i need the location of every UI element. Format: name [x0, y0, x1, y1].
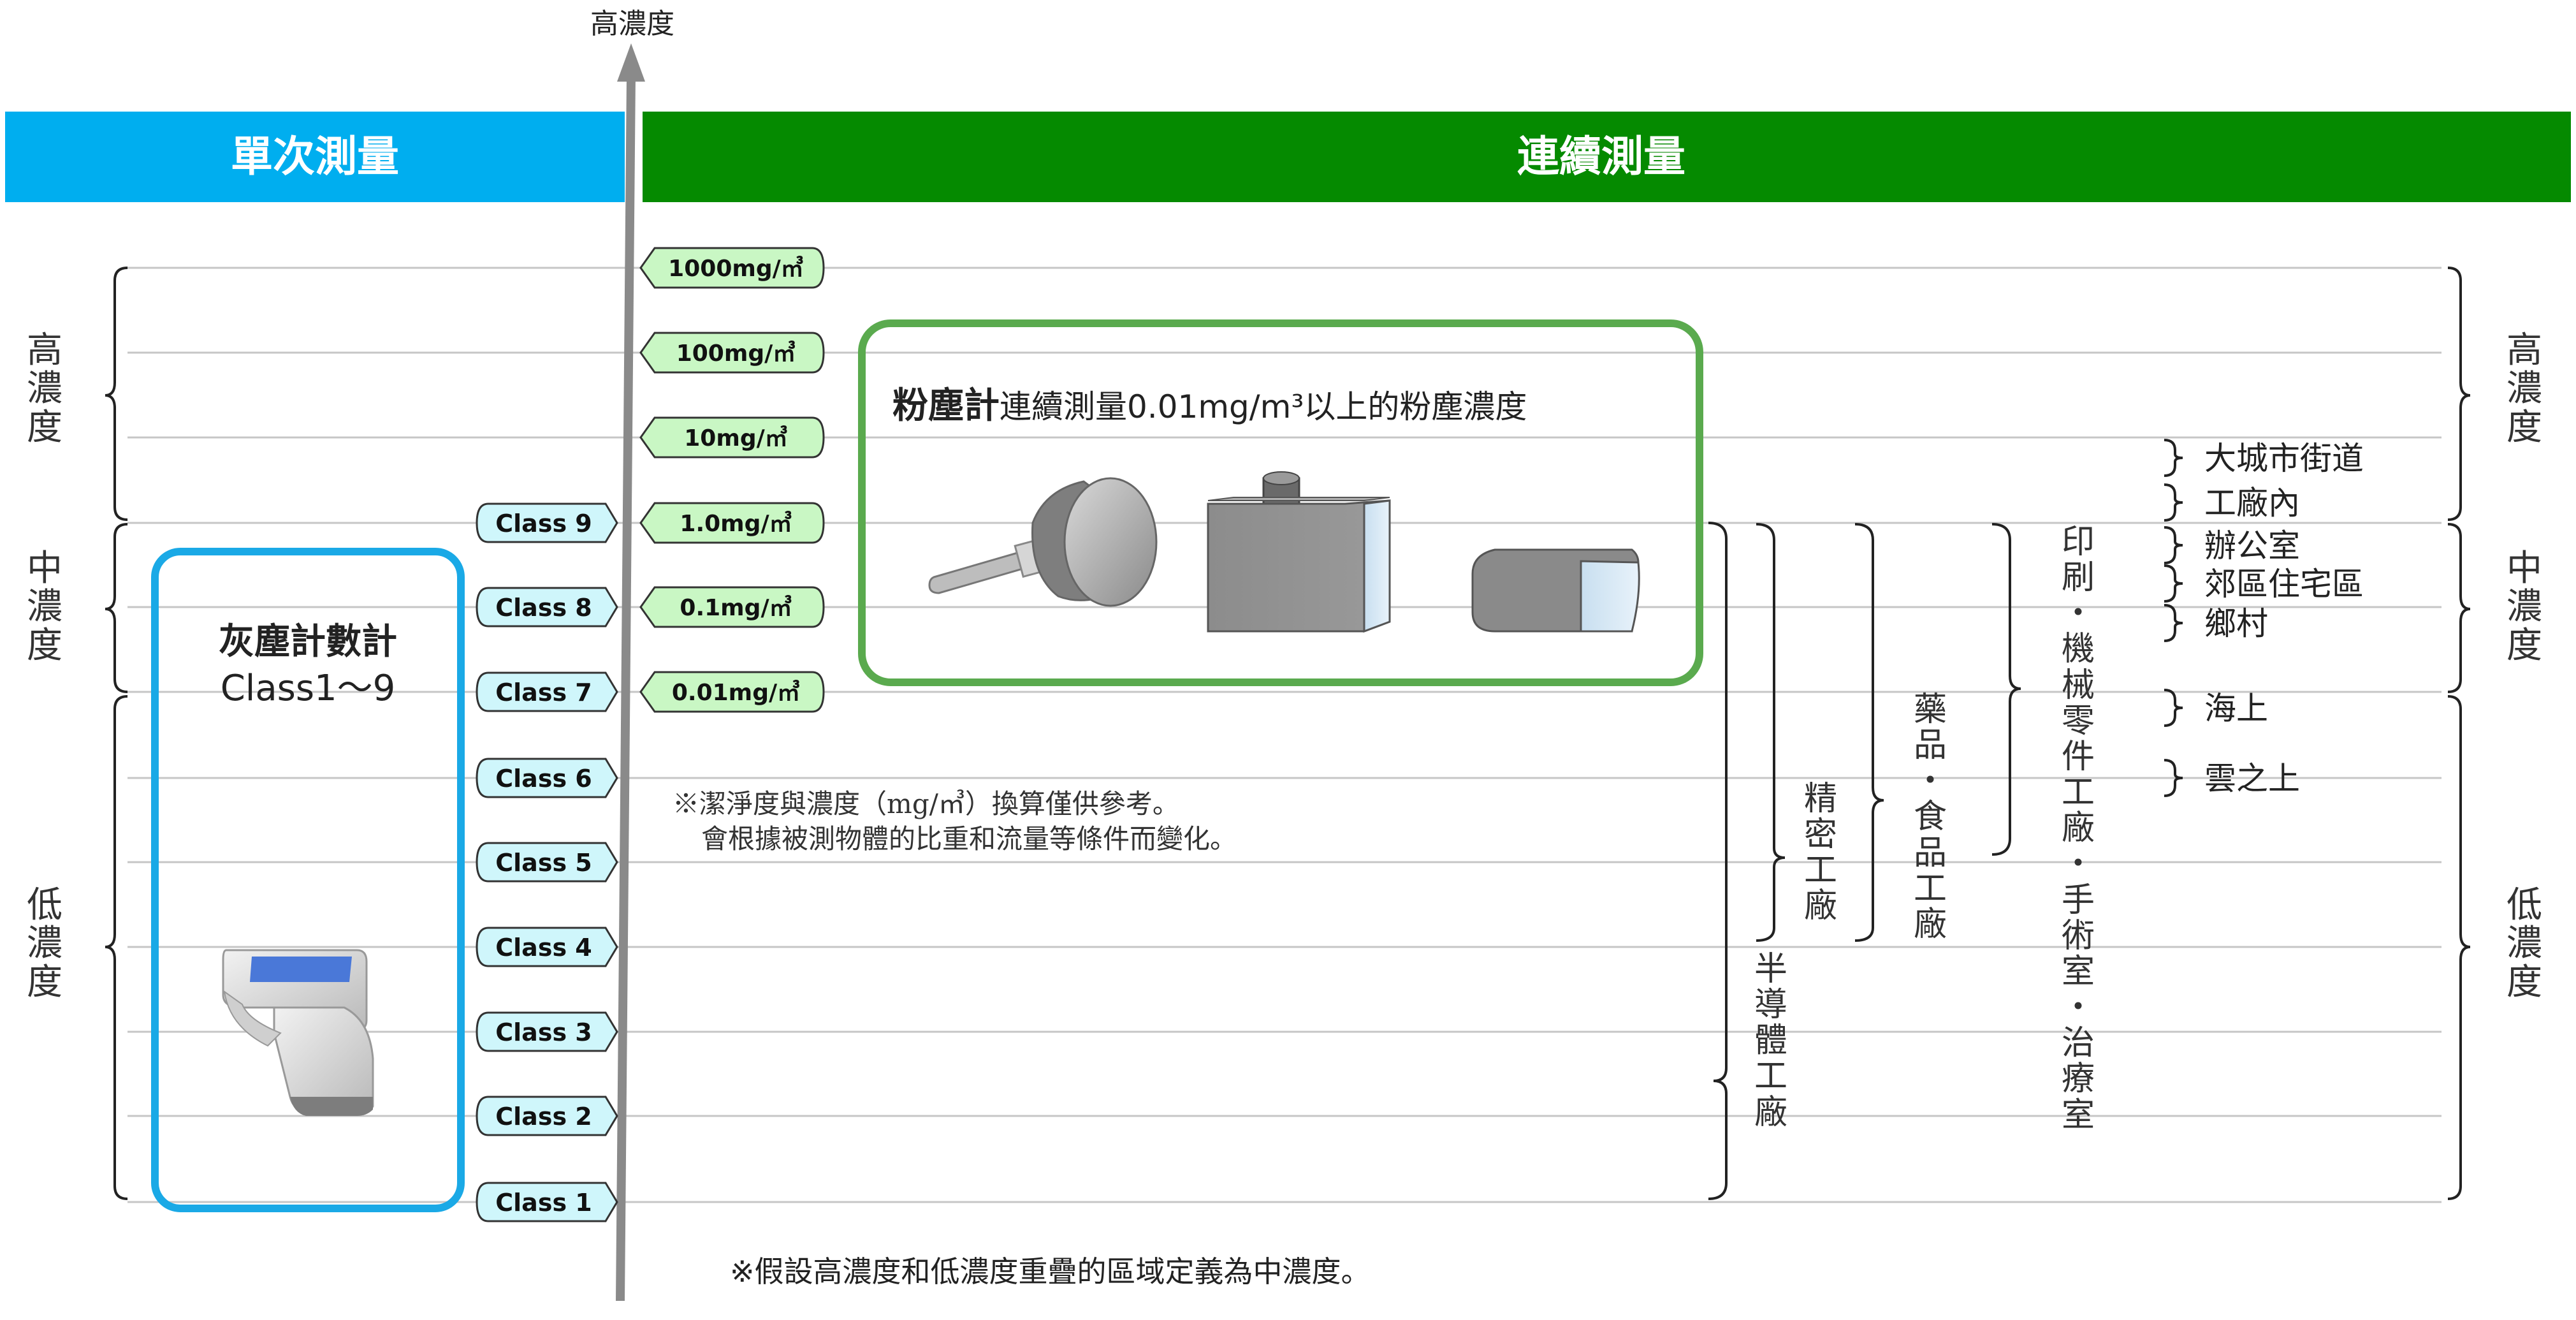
environment-brace: [2164, 604, 2183, 642]
note-conversion-line1: ※潔淨度與濃度（mg/㎥）換算僅供參考。: [673, 788, 1179, 819]
class-tag: Class 5: [476, 842, 618, 883]
environment-brace: [2164, 564, 2183, 603]
level-right-mid: 中濃度: [2507, 548, 2542, 666]
level-left-mid: 中濃度: [27, 548, 62, 666]
facility-pharma-food: 藥品・食品工廠: [1914, 691, 1947, 944]
environment-brace: [2164, 689, 2183, 727]
concentration-axis-arrow: [616, 43, 645, 1302]
facility-semiconductor: 半導體工廠: [1754, 950, 1788, 1132]
level-right-low: 低濃度: [2507, 884, 2542, 1003]
bracket-pharma-food: [1854, 523, 1884, 942]
class-tag: Class 4: [476, 927, 618, 967]
level-braces: [105, 267, 2471, 1200]
note-bottom: ※假設高濃度和低濃度重疊的區域定義為中濃度。: [730, 1254, 1371, 1289]
concentration-tag-label: 1000mg/㎥: [668, 255, 804, 282]
note-conversion-line2: 會根據被測物體的比重和流量等條件而變化。: [701, 823, 1237, 854]
class-tag: Class 9: [476, 502, 618, 543]
dust-meter-title: 粉塵計: [892, 385, 1000, 427]
dust-meter-heading: 粉塵計連續測量0.01mg/m³以上的粉塵濃度: [892, 385, 1527, 427]
class-tag-label: Class 8: [495, 594, 592, 622]
class-tag: Class 2: [476, 1096, 618, 1136]
environment-label: 工廠內: [2204, 485, 2300, 522]
level-left-low: 低濃度: [27, 884, 62, 1003]
probe-sensor-icon: [928, 477, 1158, 607]
class-tag: Class 6: [476, 758, 618, 798]
concentration-tag: 1000mg/㎥: [639, 247, 825, 289]
environment-label: 辦公室: [2204, 527, 2300, 564]
concentration-tags: 1000mg/㎥ 100mg/㎥ 10mg/㎥ 1.0mg/㎥ 0.1mg/㎥ 0.01m…: [639, 247, 825, 713]
environment-brace: [2164, 759, 2183, 797]
facility-precision: 精密工廠: [1804, 780, 1838, 926]
continuous-measurement-bar: [643, 112, 2571, 202]
brace-right-low: [2447, 695, 2471, 1200]
class-tags: Class 9 Class 8 Class 7 Class 6 Class 5 Class…: [476, 502, 618, 1222]
particle-counter-box: [151, 548, 465, 1212]
environment-label: 海上: [2204, 690, 2268, 727]
brace-left-low: [105, 695, 128, 1200]
brace-left-mid: [105, 523, 128, 693]
class-tag: Class 1: [476, 1182, 618, 1222]
environment-brace: [2164, 483, 2183, 522]
single-measurement-bar: [5, 112, 625, 202]
class-tag-label: Class 6: [495, 765, 592, 793]
environment-brace: [2164, 439, 2183, 477]
environment-brace: [2164, 526, 2183, 564]
axis-top-label: 高濃度: [590, 8, 674, 40]
class-tag: Class 3: [476, 1011, 618, 1052]
brace-left-high: [105, 267, 128, 521]
concentration-tag: 0.01mg/㎥: [639, 671, 825, 713]
handheld-particle-counter-icon: [222, 949, 374, 1116]
level-right-high: 高濃度: [2507, 330, 2542, 448]
concentration-tag: 100mg/㎥: [639, 332, 825, 374]
particle-counter-title: 灰塵計數計: [219, 621, 397, 663]
environment-label: 鄉村: [2204, 605, 2268, 642]
facility-brackets: [1708, 522, 2021, 1200]
concentration-tag-label: 0.1mg/㎥: [680, 594, 792, 621]
environment-label: 雲之上: [2204, 760, 2300, 797]
concentration-tag: 1.0mg/㎥: [639, 502, 825, 544]
environment-label: 郊區住宅區: [2204, 566, 2364, 603]
class-tag-label: Class 4: [495, 934, 592, 962]
level-left-high: 高濃度: [27, 330, 62, 448]
concentration-tag: 10mg/㎥: [639, 416, 825, 458]
environment-braces: [2164, 439, 2183, 797]
dust-meter-box: [858, 319, 1703, 686]
continuous-measurement-label: 連續測量: [1517, 132, 1685, 181]
bracket-semiconductor: [1708, 522, 1728, 1200]
concentration-tag-label: 10mg/㎥: [684, 425, 788, 451]
dust-meter-description: 連續測量0.01mg/m³以上的粉塵濃度: [1000, 388, 1527, 425]
brace-right-high: [2447, 267, 2471, 521]
class-tag-label: Class 5: [495, 849, 592, 877]
environment-label: 大城市街道: [2204, 440, 2364, 477]
concentration-tag-label: 1.0mg/㎥: [680, 510, 792, 537]
bracket-precision: [1756, 523, 1786, 942]
concentration-tag-label: 100mg/㎥: [676, 340, 796, 367]
single-measurement-label: 單次測量: [231, 132, 399, 181]
class-tag-label: Class 3: [495, 1018, 592, 1046]
class-tag: Class 7: [476, 671, 618, 712]
flat-sensor-icon: [1471, 548, 1640, 633]
box-monitor-icon: [1207, 471, 1391, 633]
class-tag-label: Class 1: [495, 1189, 592, 1217]
concentration-tag: 0.1mg/㎥: [639, 586, 825, 628]
class-tag-label: Class 9: [495, 510, 592, 538]
particle-counter-range: Class1～9: [221, 668, 396, 709]
class-tag-label: Class 2: [495, 1103, 592, 1131]
bracket-printing: [1991, 523, 2021, 856]
brace-right-mid: [2447, 523, 2471, 693]
facility-printing: 印刷・機械零件工廠・手術室・治療室: [2062, 523, 2095, 1134]
class-tag: Class 8: [476, 587, 618, 627]
concentration-tag-label: 0.01mg/㎥: [672, 679, 800, 706]
class-tag-label: Class 7: [495, 678, 592, 707]
